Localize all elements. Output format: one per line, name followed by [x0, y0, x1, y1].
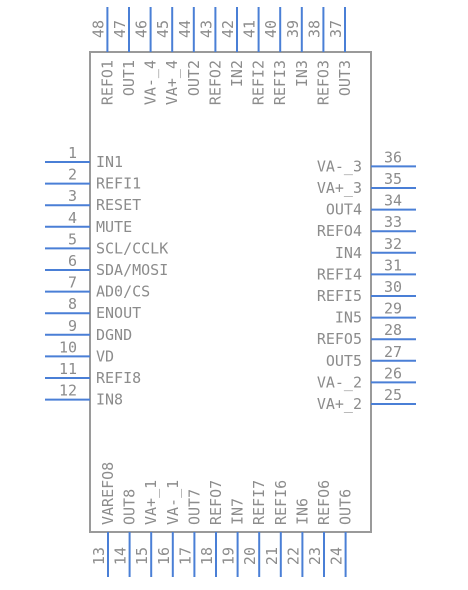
pin-label-38: REFO3	[314, 60, 332, 105]
pin-label-45: VA+_4	[163, 60, 181, 105]
pin-label-6: SDA/MOSI	[96, 261, 168, 279]
pin-number-33: 33	[384, 213, 402, 231]
pin-number-40: 40	[262, 20, 280, 38]
pin-number-43: 43	[197, 20, 215, 38]
pin-number-19: 19	[220, 547, 238, 565]
pin-label-4: MUTE	[96, 218, 132, 236]
pin-number-38: 38	[305, 20, 323, 38]
pin-label-17: OUT7	[185, 489, 203, 525]
pin-label-14: OUT8	[121, 489, 139, 525]
pin-number-11: 11	[59, 360, 77, 378]
pin-number-13: 13	[90, 547, 108, 565]
pin-label-18: REFO7	[207, 480, 225, 525]
pin-label-21: REFI6	[272, 480, 290, 525]
pin-number-42: 42	[219, 20, 237, 38]
pin-label-36: VA-_3	[317, 157, 362, 175]
pin-number-27: 27	[384, 343, 402, 361]
pin-number-9: 9	[68, 317, 77, 335]
pin-number-20: 20	[241, 547, 259, 565]
pin-number-15: 15	[133, 547, 151, 565]
pin-number-5: 5	[68, 230, 77, 248]
pin-label-35: VA+_3	[317, 179, 362, 197]
pin-label-23: REFO6	[315, 480, 333, 525]
pin-number-3: 3	[68, 187, 77, 205]
pin-label-41: REFI2	[250, 60, 268, 105]
pin-number-10: 10	[59, 338, 77, 356]
pin-label-43: REFO2	[206, 60, 224, 105]
pin-number-12: 12	[59, 382, 77, 400]
pin-number-8: 8	[68, 295, 77, 313]
pin-label-8: ENOUT	[96, 304, 141, 322]
pin-label-2: REFI1	[96, 175, 141, 193]
pin-number-35: 35	[384, 170, 402, 188]
pin-number-26: 26	[384, 364, 402, 382]
pin-label-34: OUT4	[326, 201, 362, 219]
pin-number-37: 37	[327, 20, 345, 38]
pin-number-2: 2	[68, 166, 77, 184]
pin-number-45: 45	[154, 20, 172, 38]
pin-label-11: REFI8	[96, 369, 141, 387]
pin-label-5: SCL/CCLK	[96, 239, 168, 257]
pin-label-10: VD	[96, 347, 114, 365]
pin-number-31: 31	[384, 256, 402, 274]
pin-label-25: VA+_2	[317, 395, 362, 413]
pin-label-22: IN6	[293, 498, 311, 525]
pin-number-23: 23	[306, 547, 324, 565]
pin-label-3: RESET	[96, 196, 141, 214]
pin-number-6: 6	[68, 252, 77, 270]
pin-number-21: 21	[263, 547, 281, 565]
pin-label-47: OUT1	[120, 60, 138, 96]
pin-number-29: 29	[384, 300, 402, 318]
pin-number-1: 1	[68, 144, 77, 162]
pin-number-44: 44	[176, 20, 194, 38]
pin-number-4: 4	[68, 209, 77, 227]
pin-label-33: REFO4	[317, 222, 362, 240]
pin-label-15: VA+_1	[142, 480, 160, 525]
pin-number-18: 18	[198, 547, 216, 565]
pin-label-28: REFO5	[317, 330, 362, 348]
pin-number-22: 22	[284, 547, 302, 565]
pin-label-24: OUT6	[337, 489, 355, 525]
pin-label-1: IN1	[96, 153, 123, 171]
pin-label-27: OUT5	[326, 352, 362, 370]
pin-label-7: AD0/CS	[96, 283, 150, 301]
pin-number-34: 34	[384, 192, 402, 210]
pin-label-9: DGND	[96, 326, 132, 344]
pin-label-44: OUT2	[185, 60, 203, 96]
pin-number-32: 32	[384, 235, 402, 253]
pin-number-48: 48	[89, 20, 107, 38]
pin-number-41: 41	[241, 20, 259, 38]
pin-label-40: REFI3	[271, 60, 289, 105]
pin-number-46: 46	[133, 20, 151, 38]
pin-label-48: REFO1	[98, 60, 116, 105]
pin-label-26: VA-_2	[317, 373, 362, 391]
pin-number-30: 30	[384, 278, 402, 296]
pin-label-42: IN2	[228, 60, 246, 87]
pin-label-16: VA-_1	[164, 480, 182, 525]
pin-number-25: 25	[384, 386, 402, 404]
pin-label-37: OUT3	[336, 60, 354, 96]
pin-label-19: IN7	[229, 498, 247, 525]
pin-label-13: VAREFO8	[99, 462, 117, 525]
pin-label-31: REFI4	[317, 265, 362, 283]
pin-number-36: 36	[384, 148, 402, 166]
pin-label-46: VA-_4	[142, 60, 160, 105]
pin-label-20: REFI7	[250, 480, 268, 525]
pin-number-17: 17	[176, 547, 194, 565]
pin-number-24: 24	[328, 547, 346, 565]
pin-number-28: 28	[384, 321, 402, 339]
pin-label-29: IN5	[335, 309, 362, 327]
pin-number-39: 39	[284, 20, 302, 38]
pin-label-12: IN8	[96, 391, 123, 409]
pin-number-47: 47	[111, 20, 129, 38]
pin-label-30: REFI5	[317, 287, 362, 305]
pin-label-39: IN3	[293, 60, 311, 87]
pin-label-32: IN4	[335, 244, 362, 262]
pin-number-16: 16	[155, 547, 173, 565]
pin-number-7: 7	[68, 274, 77, 292]
pin-number-14: 14	[112, 547, 130, 565]
